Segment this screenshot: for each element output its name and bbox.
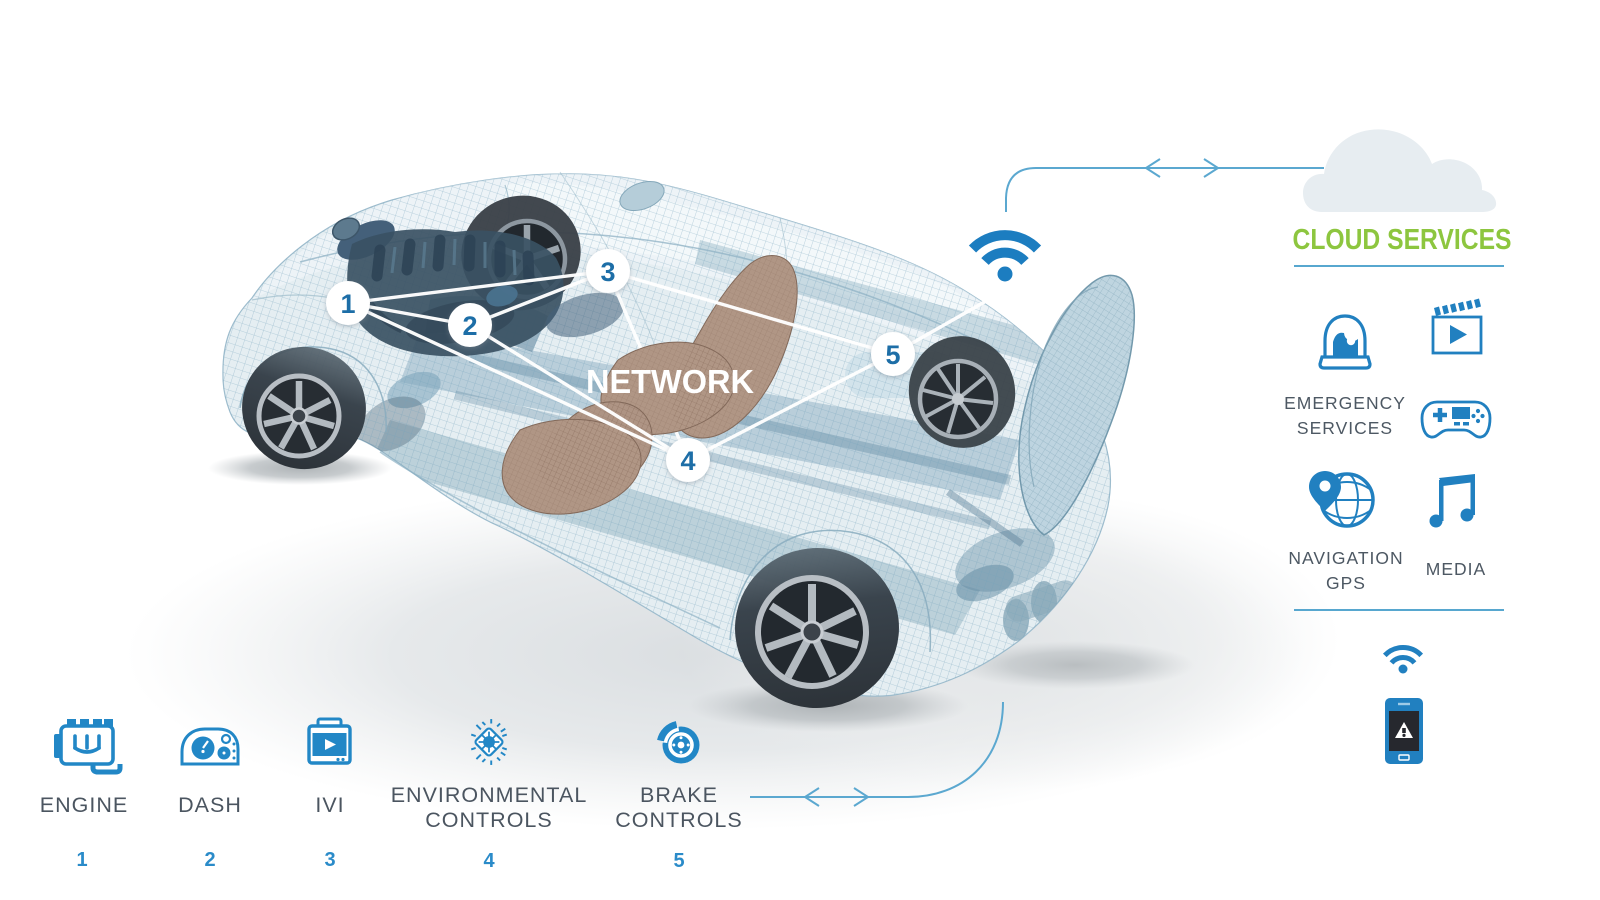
svg-text:EMERGENCY: EMERGENCY [1284,393,1406,413]
svg-text:GPS: GPS [1326,573,1366,593]
svg-text:CLOUD SERVICES: CLOUD SERVICES [1293,224,1512,256]
svg-text:ENVIRONMENTAL: ENVIRONMENTAL [391,783,588,807]
svg-text:2: 2 [204,849,215,871]
svg-text:SERVICES: SERVICES [1297,418,1393,438]
svg-text:1: 1 [76,849,87,871]
svg-text:CONTROLS: CONTROLS [425,808,552,832]
svg-text:NETWORK: NETWORK [586,364,754,401]
svg-text:2: 2 [462,311,477,341]
svg-text:5: 5 [885,340,900,370]
svg-text:MEDIA: MEDIA [1426,559,1486,579]
svg-text:3: 3 [324,849,335,871]
svg-text:4: 4 [483,850,495,872]
svg-text:4: 4 [680,446,695,476]
svg-text:ENGINE: ENGINE [40,793,128,817]
svg-text:BRAKE: BRAKE [640,783,718,807]
svg-text:1: 1 [340,289,355,319]
svg-text:5: 5 [673,850,684,872]
svg-text:DASH: DASH [178,793,242,817]
svg-text:IVI: IVI [315,793,344,817]
svg-text:CONTROLS: CONTROLS [615,808,742,832]
svg-text:3: 3 [600,257,615,287]
svg-text:NAVIGATION: NAVIGATION [1288,548,1403,568]
